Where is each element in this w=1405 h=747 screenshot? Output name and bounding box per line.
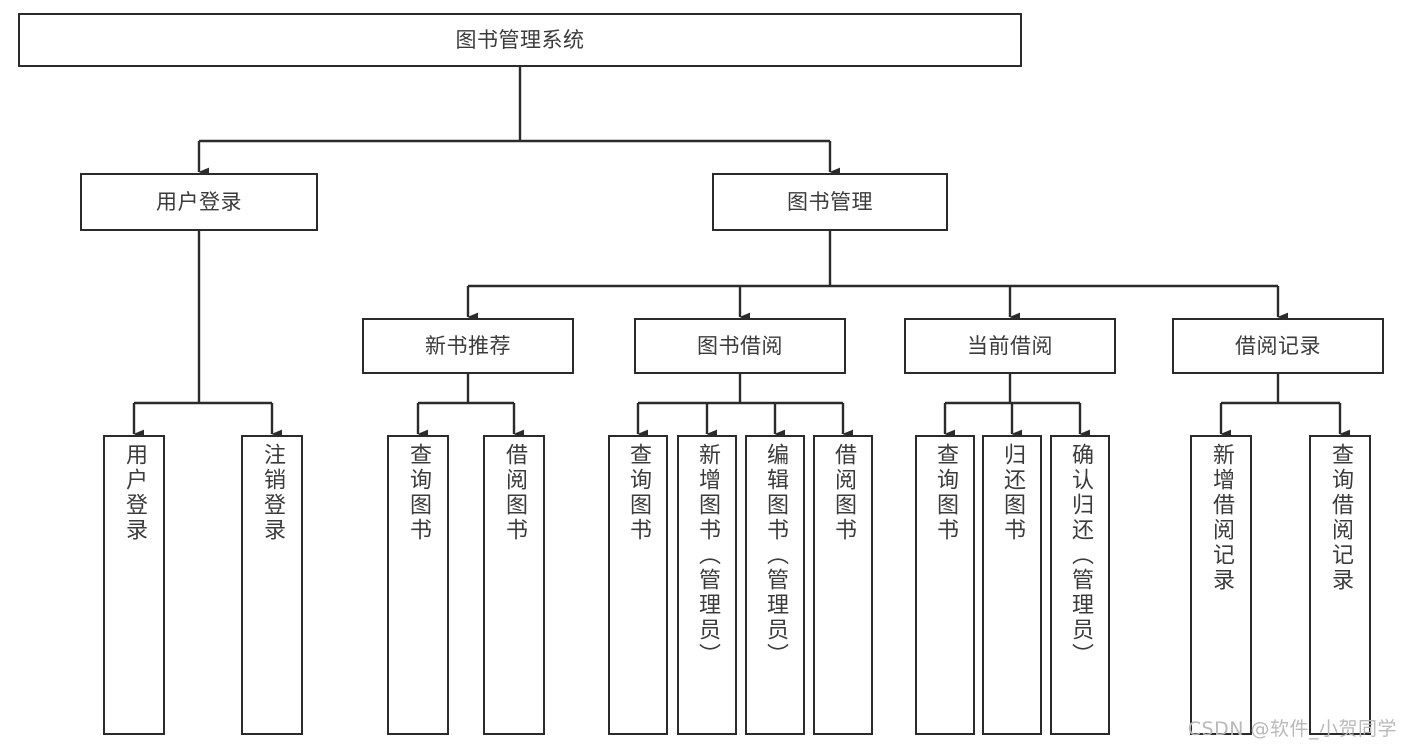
- node-label: 新增借阅记录: [1209, 443, 1234, 593]
- node-leaf-edit-book: 编辑图书（管理员）: [745, 435, 805, 735]
- node-leaf-borrow-book-2: 借阅图书: [813, 435, 873, 735]
- node-label: 编辑图书（管理员）: [763, 443, 788, 668]
- node-current: 当前借阅: [904, 318, 1116, 374]
- node-leaf-user-login: 用户登录: [103, 435, 165, 735]
- node-label: 新书推荐: [425, 333, 511, 358]
- node-label: 注销登录: [260, 443, 285, 543]
- node-label: 用户登录: [122, 443, 147, 543]
- node-label: 查询借阅记录: [1328, 443, 1353, 593]
- node-label: 图书管理: [787, 189, 873, 214]
- node-login: 用户登录: [80, 173, 318, 231]
- node-leaf-confirm-return: 确认归还（管理员）: [1050, 435, 1110, 735]
- node-label: 确认归还（管理员）: [1068, 443, 1093, 668]
- node-leaf-query-book-2: 查询图书: [608, 435, 668, 735]
- node-leaf-add-book: 新增图书（管理员）: [677, 435, 737, 735]
- node-leaf-borrow-book-1: 借阅图书: [483, 435, 545, 735]
- node-label: 新增图书（管理员）: [695, 443, 720, 668]
- node-bookmgmt: 图书管理: [712, 173, 948, 231]
- node-label: 图书管理系统: [455, 27, 585, 52]
- node-leaf-query-book-3: 查询图书: [915, 435, 975, 735]
- node-label: 图书借阅: [697, 333, 783, 358]
- node-newbook: 新书推荐: [362, 318, 574, 374]
- node-label: 当前借阅: [967, 333, 1053, 358]
- node-label: 查询图书: [406, 443, 431, 543]
- node-leaf-user-logout: 注销登录: [241, 435, 303, 735]
- node-borrow: 图书借阅: [634, 318, 846, 374]
- node-label: 查询图书: [933, 443, 958, 543]
- node-leaf-add-record: 新增借阅记录: [1190, 435, 1252, 735]
- node-leaf-return-book: 归还图书: [982, 435, 1042, 735]
- node-label: 借阅图书: [502, 443, 527, 543]
- watermark: CSDN @软件_小贺同学: [1187, 718, 1397, 740]
- node-label: 借阅记录: [1235, 333, 1321, 358]
- node-root: 图书管理系统: [18, 13, 1022, 67]
- node-records: 借阅记录: [1172, 318, 1384, 374]
- node-label: 归还图书: [1000, 443, 1025, 543]
- node-leaf-query-book-1: 查询图书: [387, 435, 449, 735]
- node-label: 借阅图书: [831, 443, 856, 543]
- node-label: 查询图书: [626, 443, 651, 543]
- node-label: 用户登录: [156, 189, 242, 214]
- node-leaf-query-record: 查询借阅记录: [1309, 435, 1371, 735]
